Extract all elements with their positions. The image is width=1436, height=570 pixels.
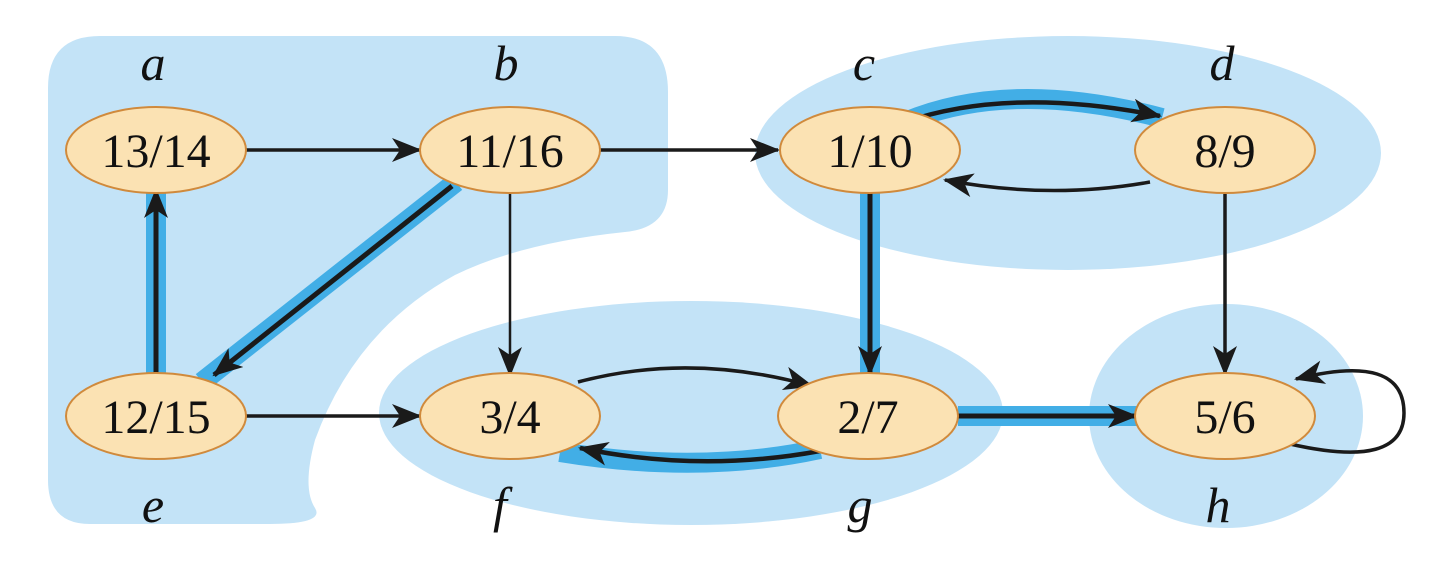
vertex-h-times: 5/6 <box>1194 391 1255 444</box>
edge-g-f <box>578 441 821 466</box>
vertex-h-shape <box>1134 372 1316 460</box>
vertex-h-label: h <box>1206 477 1231 533</box>
vertex-c-label: c <box>853 35 875 91</box>
vertex-c-times: 1/10 <box>827 125 912 178</box>
vertex-a-label: a <box>141 35 166 91</box>
edge-b-e <box>212 184 454 377</box>
vertex-g-label: g <box>848 477 873 533</box>
vertex-f: 3/4 f <box>419 372 601 533</box>
vertex-e: 12/15 e <box>65 372 247 533</box>
vertex-b-shape <box>419 106 601 194</box>
nodes-layer: 13/14 a 11/16 b 1/10 c 8/9 d 12/15 e 3/4… <box>65 35 1316 533</box>
vertex-g-times: 2/7 <box>837 391 898 444</box>
vertex-d-shape <box>1134 106 1316 194</box>
edge-c-d <box>904 98 1162 125</box>
vertex-e-label: e <box>142 477 164 533</box>
vertex-b-label: b <box>494 35 519 91</box>
vertex-a-shape <box>65 106 247 194</box>
vertex-e-times: 12/15 <box>101 391 210 444</box>
vertex-f-shape <box>419 372 601 460</box>
vertex-a-times: 13/14 <box>101 125 210 178</box>
vertex-c-shape <box>779 106 961 194</box>
component-region-fg <box>379 301 1003 525</box>
edge-h-h <box>1289 360 1406 454</box>
vertex-b-times: 11/16 <box>456 125 564 178</box>
vertex-c: 1/10 c <box>779 35 961 194</box>
vertex-d-label: d <box>1210 35 1236 91</box>
vertex-a: 13/14 a <box>65 35 247 194</box>
vertex-e-shape <box>65 372 247 460</box>
vertex-d-times: 8/9 <box>1194 125 1255 178</box>
edge-f-g <box>577 366 814 391</box>
edges-layer <box>144 98 1406 466</box>
vertex-g: 2/7 g <box>777 372 959 533</box>
vertex-f-times: 3/4 <box>479 391 540 444</box>
vertex-g-shape <box>777 372 959 460</box>
vertex-d: 8/9 d <box>1134 35 1316 194</box>
vertex-b: 11/16 b <box>419 35 601 194</box>
edge-d-c <box>943 173 1151 198</box>
vertex-h: 5/6 h <box>1134 372 1316 533</box>
